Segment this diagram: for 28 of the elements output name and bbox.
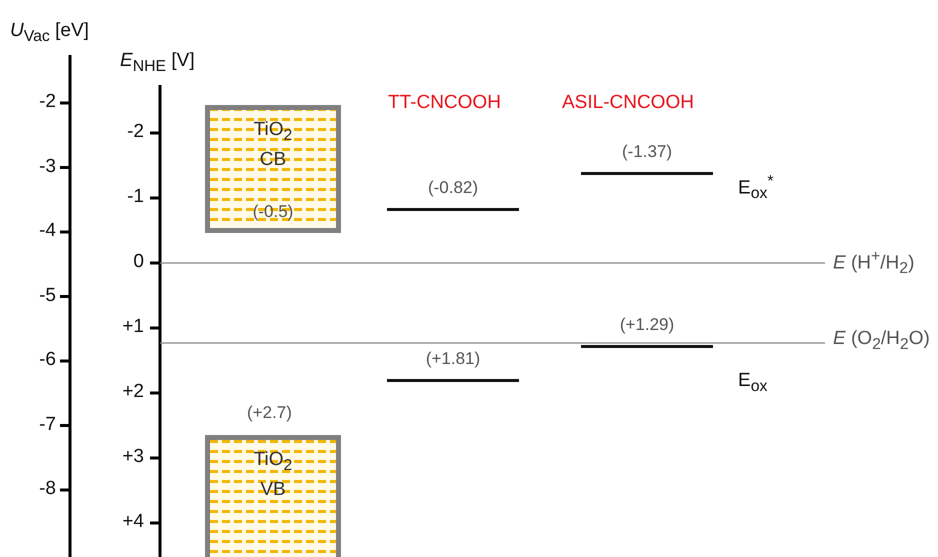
tick-label: -2	[38, 91, 56, 113]
tick-label: -3	[38, 156, 56, 178]
reference-label: E (O$_{2}$/H$_{2}$O)	[833, 328, 930, 354]
tick-label: -2	[126, 121, 144, 143]
band-box	[205, 105, 341, 233]
tick-label: -8	[38, 478, 56, 500]
energy-value: (-1.37)	[620, 142, 674, 162]
reference-label: E (H$^{+}$/H$_{2}$)	[833, 248, 914, 278]
tick-label: +1	[121, 316, 144, 338]
tick-label: -4	[38, 220, 56, 242]
tick-label: +4	[121, 511, 144, 533]
dye-name: ASIL-CNCOOH	[562, 92, 694, 114]
energy-value: (+1.29)	[618, 314, 676, 335]
tick-label: -7	[38, 414, 56, 436]
energy-value: (-0.82)	[426, 178, 480, 198]
tick-label: +2	[121, 381, 144, 403]
tick-label: -5	[38, 284, 56, 306]
energy-value: (+2.7)	[247, 403, 292, 423]
energy-value: (+1.81)	[424, 348, 482, 369]
tick-label: -6	[38, 349, 56, 371]
tick-label: +3	[121, 446, 144, 468]
tick-label: 0	[132, 251, 144, 273]
dye-name: TT-CNCOOH	[388, 92, 501, 114]
axis-title: E$_{NHE}$ [V]	[120, 50, 195, 76]
axis-title: U$_{Vac}$ [eV]	[10, 20, 89, 46]
tick-label: -1	[126, 186, 144, 208]
band-box	[205, 435, 341, 557]
level-label: E$_{ox}$	[738, 370, 768, 396]
